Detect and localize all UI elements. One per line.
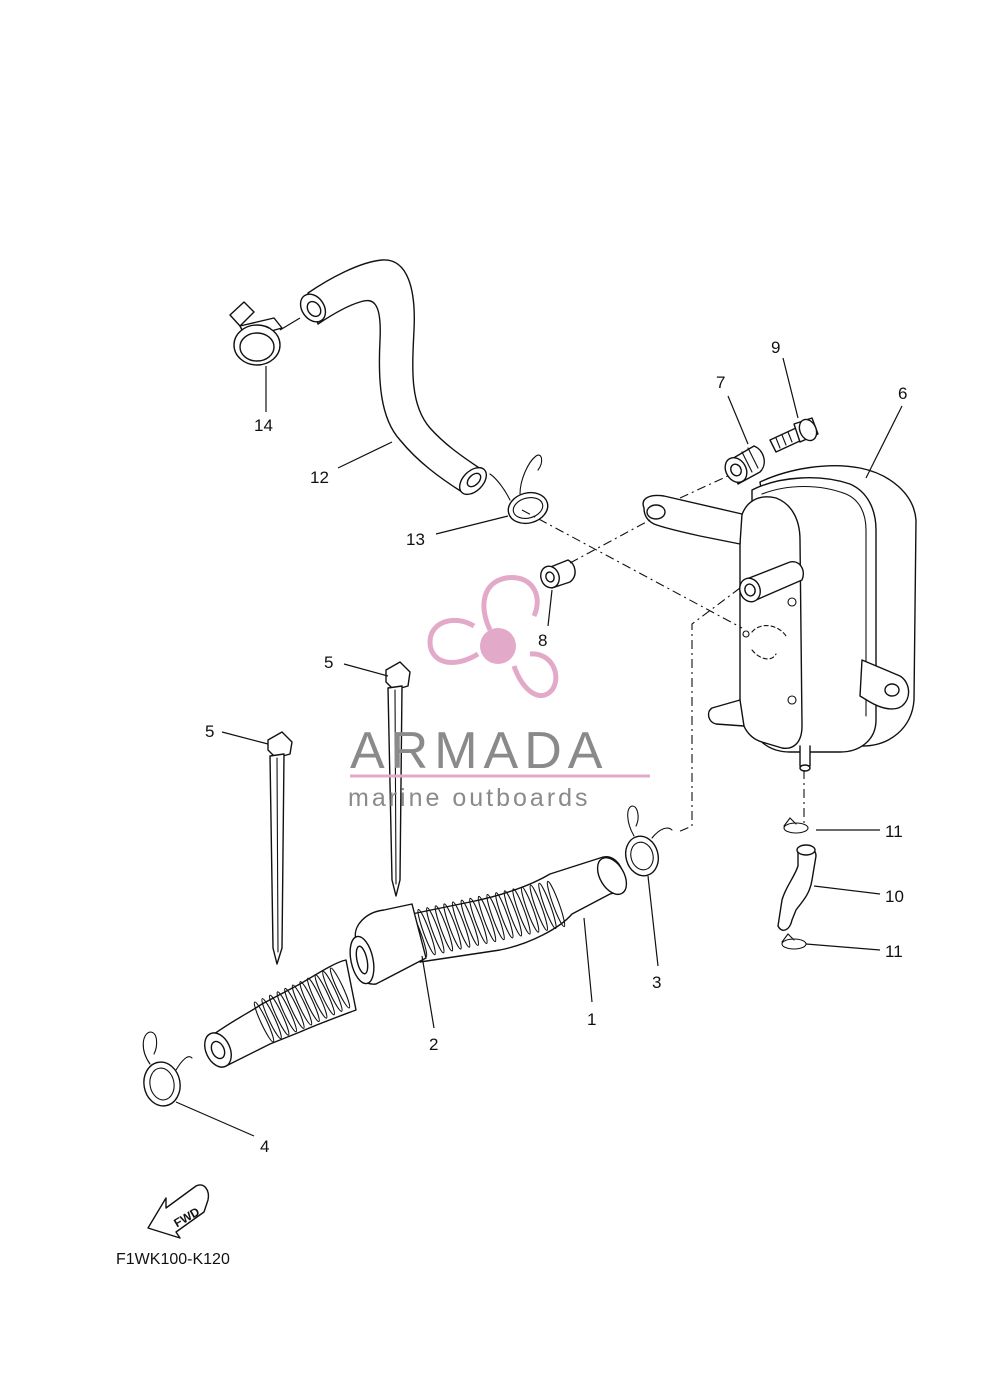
clip-13 [489,454,549,525]
grommet-7 [724,445,765,485]
hose-12 [299,259,488,496]
callout-labels: 1 2 3 4 5 5 6 7 8 9 10 11 11 12 13 14 [205,338,907,1156]
fwd-arrow-icon: FWD [147,1184,210,1239]
callout-1: 1 [587,1010,596,1029]
hose-rib [546,880,566,928]
clip-11-upper [783,817,809,834]
oil-tank-6 [642,464,917,772]
hose-rib [529,884,549,931]
hose-rib [477,895,497,943]
hose-rib [253,1001,275,1043]
bolt-9 [769,417,819,453]
callout-12: 12 [310,468,329,487]
hose-10 [777,844,817,931]
armada-watermark: ARMADA marine outboards [348,575,650,812]
callout-9: 9 [771,338,780,357]
hose-rib [261,998,282,1040]
hose-rib [503,890,523,937]
hose-rib [520,886,540,933]
hose-rib [451,901,471,948]
hose-2 [204,959,357,1068]
hose-1 [349,856,628,985]
hose-rib [417,908,436,956]
callout-6: 6 [898,384,907,403]
callout-5a: 5 [324,653,333,672]
clip-11-lower [781,933,807,950]
callout-11a: 11 [885,822,903,841]
callout-4: 4 [260,1137,269,1156]
hose-rib [268,994,290,1036]
hose-rib [276,991,298,1033]
callout-3: 3 [652,973,661,992]
hose-rib [322,970,343,1012]
hose-rib [284,987,305,1029]
hose-rib [299,981,320,1023]
hose-rib [329,967,351,1009]
callout-5b: 5 [205,722,214,741]
hose-rib [443,903,462,950]
hose-rib [538,882,557,930]
hose-rib [434,905,454,952]
callout-13: 13 [406,530,425,549]
hose-rib [426,907,445,954]
collar-8 [540,559,576,589]
callout-7: 7 [716,373,725,392]
leader-lines [175,357,903,1137]
hose-rib [460,899,480,946]
hose-rib [291,984,313,1026]
hose-rib [486,893,505,941]
clamp-14 [229,301,301,366]
callout-2: 2 [429,1035,438,1054]
assembly-lines [521,474,805,833]
figure-code: F1WK100-K120 [116,1251,230,1268]
callout-14: 14 [254,416,273,435]
hose-rib [314,974,336,1016]
propeller-logo-icon [427,575,559,698]
cable-tie-5-right [385,661,411,897]
watermark-subtitle: marine outboards [348,784,591,812]
callout-10: 10 [885,887,904,906]
callout-11b: 11 [885,942,903,961]
cable-tie-5-left [267,731,293,965]
callout-8: 8 [538,631,547,650]
clip-3 [625,805,673,877]
watermark-title: ARMADA [350,722,608,780]
hose-rib [306,977,328,1019]
hose-rib [469,897,488,945]
hose-rib [495,892,514,939]
hose-rib [512,888,531,935]
clip-4 [142,1031,193,1107]
